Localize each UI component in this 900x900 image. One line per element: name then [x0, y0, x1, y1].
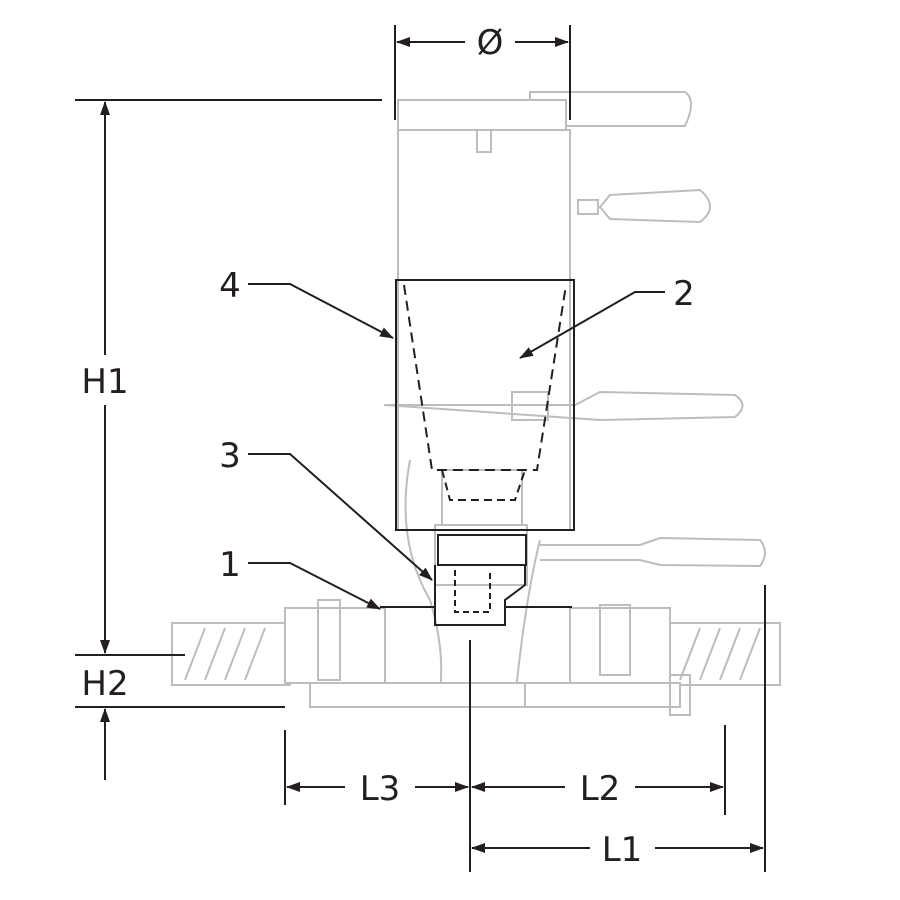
leader-lines	[248, 283, 665, 610]
l1-label: L1	[602, 830, 643, 870]
part-3-adapter	[437, 534, 527, 566]
l3-label: L3	[360, 769, 401, 809]
callout-2: 2	[673, 274, 695, 314]
l2-label: L2	[580, 769, 621, 809]
h2-label: H2	[81, 664, 128, 704]
dimension-lines	[75, 25, 766, 872]
highlighted-parts	[380, 279, 575, 626]
h1-label: H1	[81, 362, 128, 402]
diameter-label: Ø	[477, 23, 504, 63]
callout-1: 1	[219, 545, 241, 585]
callout-4: 4	[219, 266, 241, 306]
part-4-housing	[395, 279, 575, 531]
callout-3: 3	[219, 436, 241, 476]
part-2-funnel	[403, 284, 567, 471]
equipment-outline	[171, 91, 781, 716]
